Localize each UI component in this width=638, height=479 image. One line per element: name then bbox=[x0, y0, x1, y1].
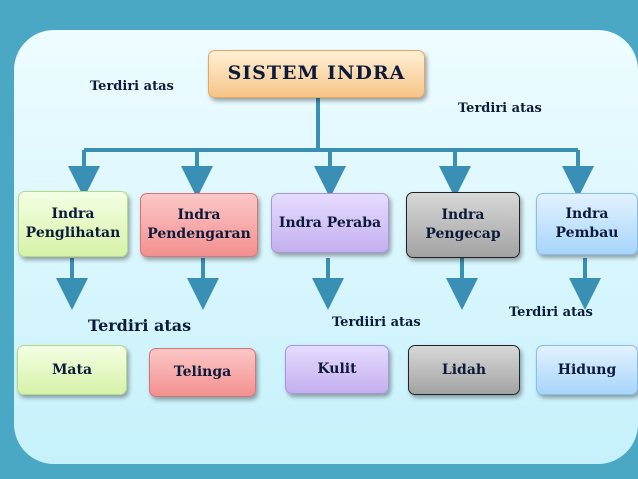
label-mid-center: Terdiiri atas bbox=[332, 315, 421, 330]
sense-box-pembau: Indra Pembau bbox=[536, 193, 638, 255]
label-top-right: Terdiri atas bbox=[458, 101, 542, 116]
sense-label: Indra Peraba bbox=[278, 214, 382, 231]
organ-box-mata: Mata bbox=[17, 345, 127, 395]
sense-label: Indra Pengecap bbox=[425, 207, 501, 242]
sense-label: Indra Pembau bbox=[555, 206, 619, 241]
organ-box-telinga: Telinga bbox=[149, 348, 256, 397]
organ-label: Kulit bbox=[317, 361, 357, 378]
sense-label: Indra Penglihatan bbox=[25, 206, 121, 241]
title-text: SISTEM INDRA bbox=[227, 62, 406, 85]
organ-label: Hidung bbox=[557, 361, 617, 378]
sense-box-pengecap: Indra Pengecap bbox=[406, 192, 520, 258]
label-mid-right: Terdiri atas bbox=[509, 305, 593, 320]
sense-box-pendengaran: Indra Pendengaran bbox=[140, 193, 258, 257]
organ-box-hidung: Hidung bbox=[536, 345, 638, 395]
organ-box-lidah: Lidah bbox=[408, 345, 520, 395]
organ-label: Mata bbox=[51, 361, 93, 378]
sense-label: Indra Pendengaran bbox=[147, 207, 251, 242]
organ-box-kulit: Kulit bbox=[285, 345, 389, 394]
organ-label: Lidah bbox=[441, 361, 487, 378]
label-mid-left: Terdiri atas bbox=[88, 316, 192, 335]
sense-box-peraba: Indra Peraba bbox=[271, 193, 389, 253]
label-top-left: Terdiri atas bbox=[90, 79, 174, 94]
organ-label: Telinga bbox=[173, 364, 232, 381]
title-box: SISTEM INDRA bbox=[208, 50, 425, 98]
sense-box-penglihatan: Indra Penglihatan bbox=[18, 191, 128, 257]
